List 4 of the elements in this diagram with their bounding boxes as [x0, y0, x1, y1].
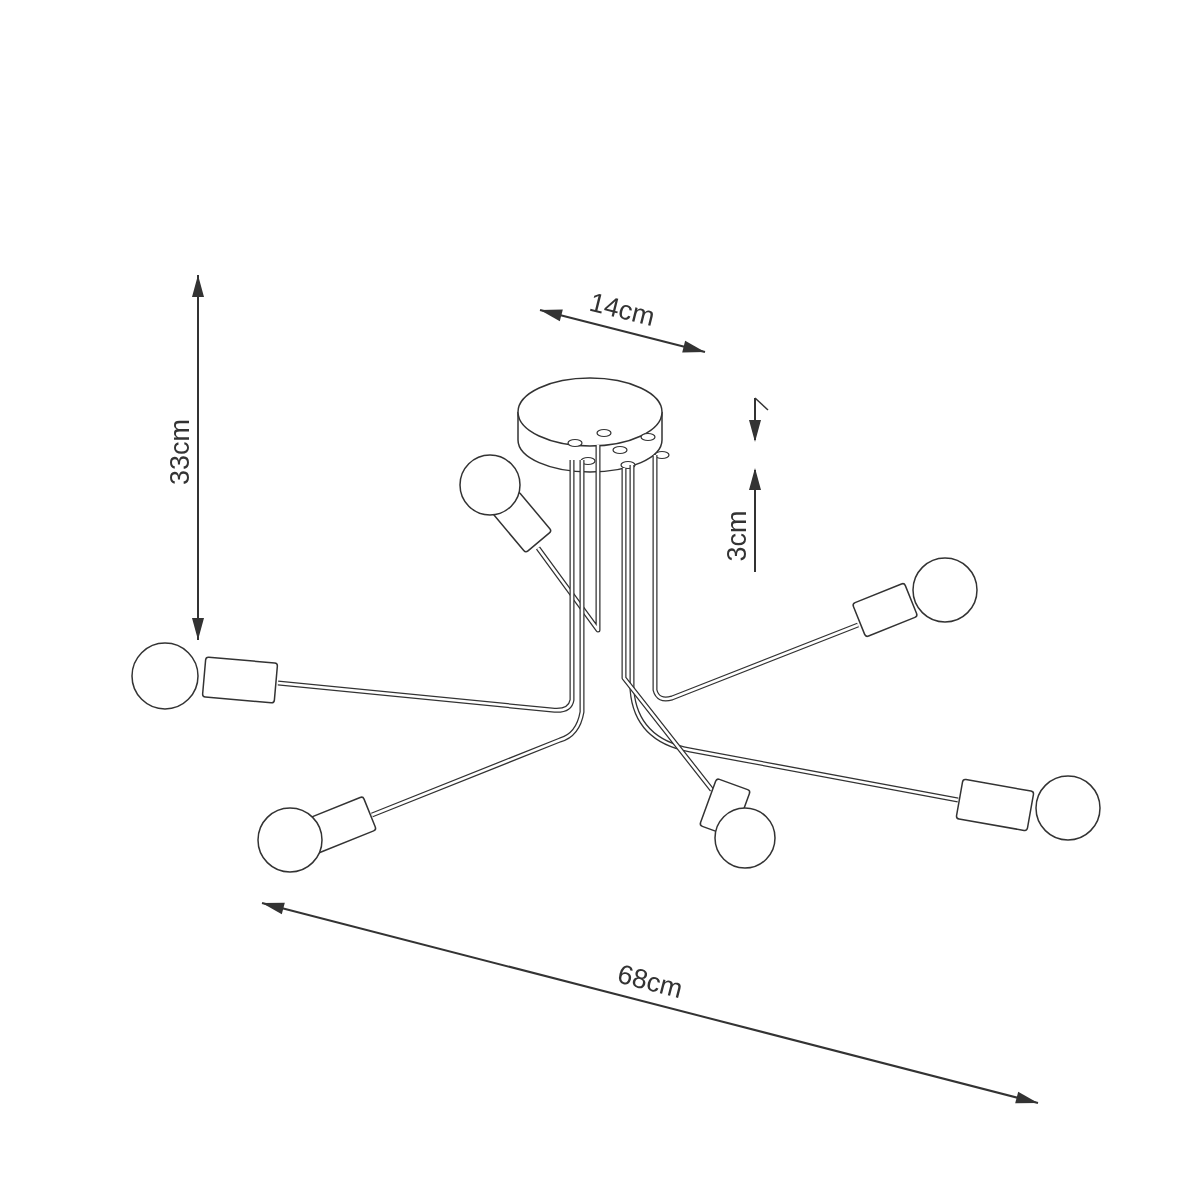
dimension-label: 3cm [723, 510, 751, 562]
dimension-label: 14cm [586, 288, 658, 332]
dimension-label: 68cm [614, 960, 686, 1004]
dimension-label: 33cm [166, 419, 194, 485]
